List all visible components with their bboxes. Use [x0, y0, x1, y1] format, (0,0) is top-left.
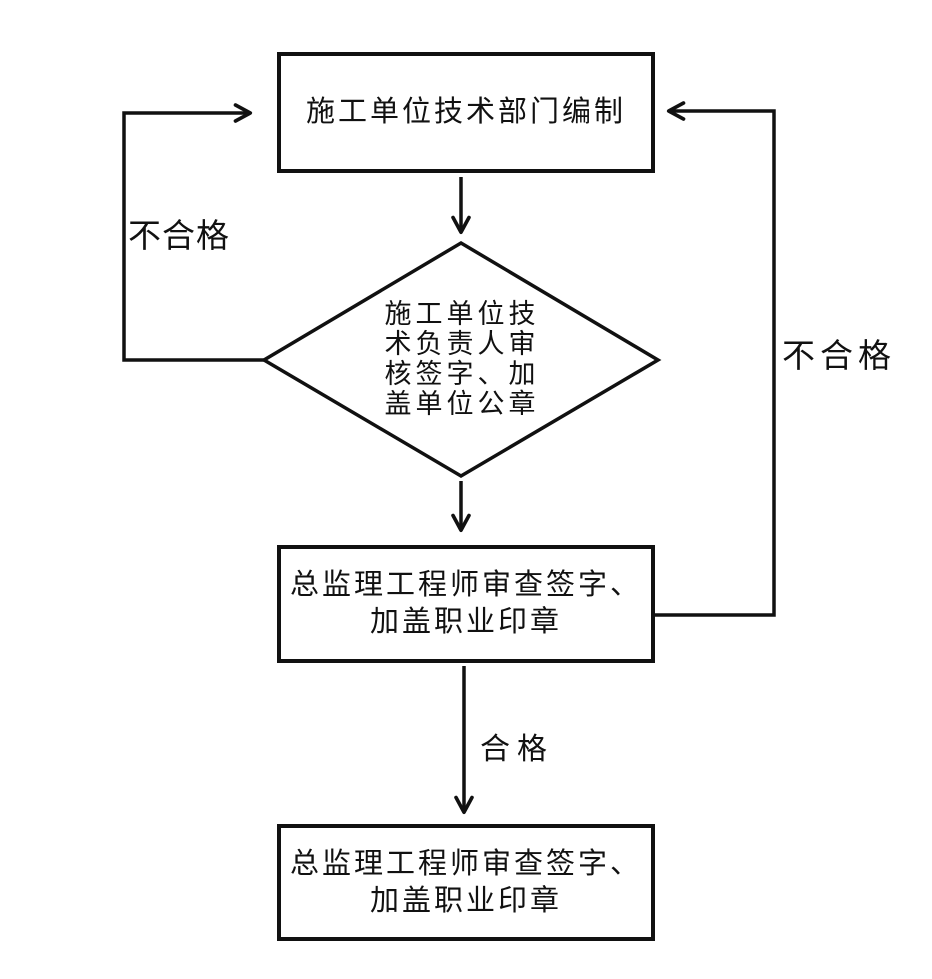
- node-compile-box: 施工单位技术部门编制: [277, 52, 655, 173]
- node-final-label: 总监理工程师审查签字、 加盖职业印章: [289, 847, 642, 917]
- node-chief-review-label: 总监理工程师审查签字、 加盖职业印章: [289, 569, 642, 638]
- diamond-shape: [260, 240, 662, 479]
- node-review-label: 施工单位技 术负责人审 核签字、加 盖单位公章: [384, 299, 540, 419]
- edge-label-fail-right: 不合格: [782, 337, 896, 374]
- edge-review-fail-feedback: [122, 103, 264, 362]
- node-final-box: 总监理工程师审查签字、 加盖职业印章: [277, 824, 655, 941]
- edge-label-fail-left: 不合格: [128, 217, 230, 254]
- node-compile-label: 施工单位技术部门编制: [305, 96, 626, 128]
- node-review-diamond: 施工单位技 术负责人审 核签字、加 盖单位公章: [342, 283, 582, 435]
- node-chief-review-box: 总监理工程师审查签字、 加盖职业印章: [277, 545, 655, 663]
- edge-label-pass: 合格: [480, 733, 554, 766]
- edge-chief-fail-feedback: [655, 101, 776, 617]
